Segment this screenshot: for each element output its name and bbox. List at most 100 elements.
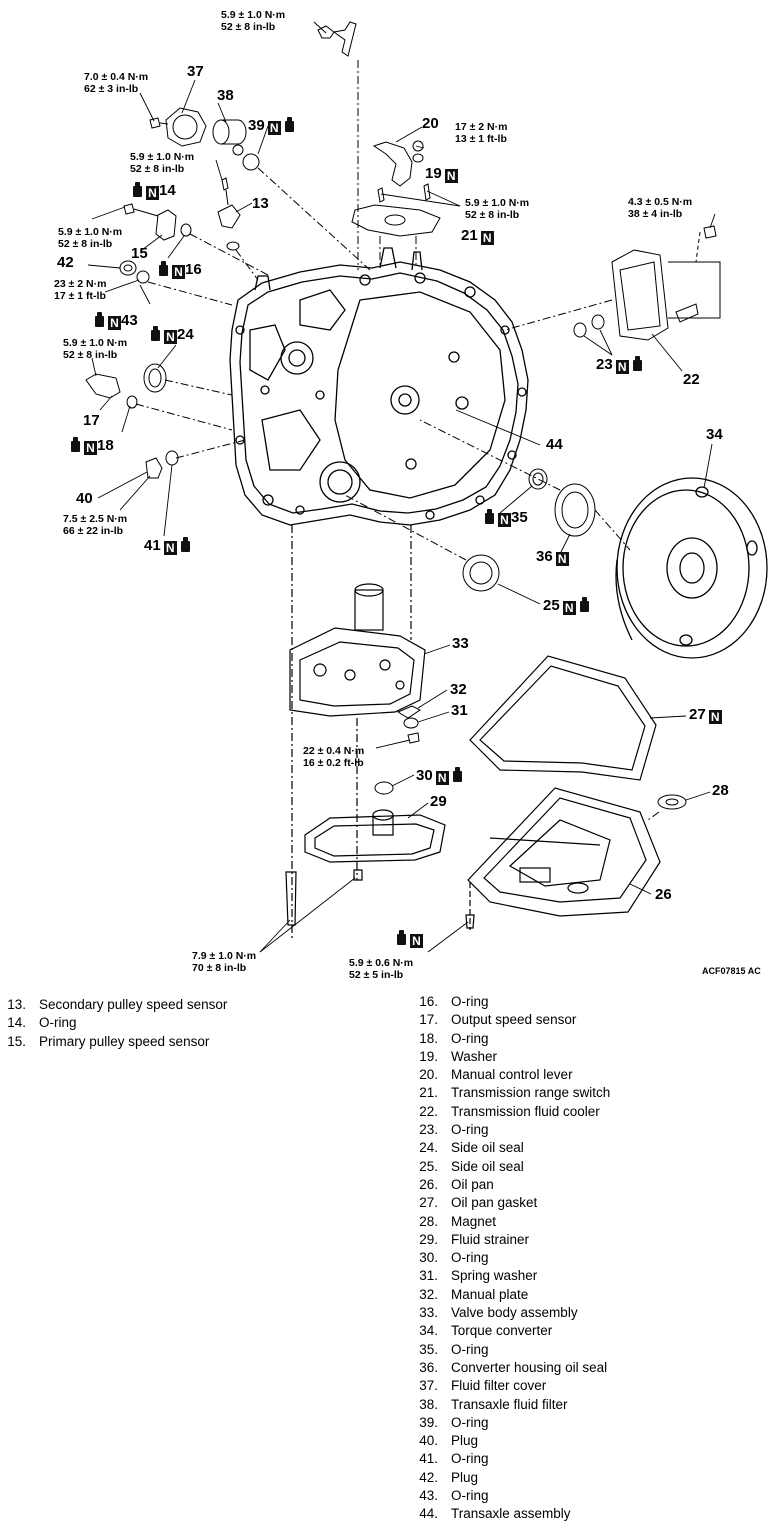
- legend-item: 16. O-ring: [412, 993, 610, 1011]
- legend-item-text: Transmission range switch: [451, 1085, 611, 1101]
- legend-item: 13.Secondary pulley speed sensor: [0, 996, 227, 1014]
- legend-item: 31.Spring washer: [412, 1267, 610, 1285]
- range-switch-21: [351, 183, 441, 268]
- legend-item-text: O-ring: [451, 994, 489, 1009]
- torque-nm: 22 ± 0.4 N·m: [303, 745, 365, 757]
- legend-item-text: O-ring: [451, 1488, 489, 1504]
- fluid-cooler-22: [504, 225, 721, 341]
- o-ring-16: [136, 270, 233, 306]
- exploded-diagram: [85, 21, 768, 953]
- callout-24-number: 24: [177, 326, 194, 343]
- legend-item-number: 16.: [419, 994, 438, 1009]
- legend-item-number: 18.: [419, 1030, 438, 1046]
- legend-item-number: 22.: [419, 1103, 438, 1119]
- callout-30-number: 30: [416, 767, 433, 784]
- n-flag-icon: N: [108, 316, 121, 330]
- callout-41-number: 41: [144, 537, 161, 554]
- side-oil-seal-24: [143, 363, 233, 396]
- legend-item: 34.Torque converter: [412, 1322, 610, 1340]
- callout-19-number: 19: [425, 165, 442, 182]
- legend-item-text: Side oil seal: [451, 1140, 524, 1156]
- torque-nm: 7.5 ± 2.5 N·m: [63, 513, 128, 525]
- legend-item-number: 20.: [419, 1067, 438, 1083]
- legend-item-text: Plug: [451, 1433, 479, 1449]
- legend-item-number: 32.: [419, 1286, 438, 1302]
- legend-item-text: Oil pan: [451, 1176, 494, 1192]
- legend-item-number: 26.: [419, 1176, 438, 1192]
- legend-item: 36.Converter housing oil seal: [412, 1359, 610, 1377]
- torque-nm: 23 ± 2 N·m: [54, 278, 107, 290]
- callout-38: 38: [217, 87, 234, 104]
- legend-item-number: 44.: [419, 1506, 438, 1522]
- n-flag-icon: N: [444, 169, 458, 183]
- callout-17: 17: [83, 412, 100, 429]
- legend-item-text: O-ring: [451, 1250, 489, 1266]
- callout-40: 40: [76, 490, 93, 507]
- sealant-icon: [94, 312, 105, 327]
- figure-id: ACF07815 AC: [702, 966, 761, 976]
- output-speed-sensor-17: [85, 373, 233, 431]
- n-flag-icon: N: [172, 265, 185, 279]
- manual-lever-20: [372, 140, 424, 187]
- legend-item: 25.Side oil seal: [412, 1158, 610, 1176]
- legend-item: 38. Transaxle fluid filter: [412, 1396, 610, 1414]
- legend-item-text: Transaxle fluid filter: [451, 1396, 568, 1412]
- legend-item-number: 41.: [419, 1451, 438, 1467]
- callout-22: 22: [683, 371, 700, 388]
- callout-39-number: 39: [248, 117, 265, 134]
- magnet-28: [647, 794, 687, 821]
- legend-item: 26. Oil pan: [412, 1176, 610, 1194]
- callout-26: 26: [655, 886, 672, 903]
- callout-pan-bolt: N: [396, 930, 423, 949]
- torque-imperial: 13 ± 1 ft-lb: [455, 133, 507, 145]
- sealant-icon: [632, 356, 643, 371]
- n-flag-icon: N: [84, 441, 97, 455]
- n-flag-icon: N: [410, 934, 423, 948]
- legend-item-text: O-ring: [451, 1414, 489, 1430]
- legend-item-number: 25.: [419, 1158, 438, 1174]
- legend-item: 39.O-ring: [412, 1414, 610, 1432]
- legend-item: 14.O-ring: [0, 1014, 227, 1032]
- legend-item-number: 31.: [419, 1268, 438, 1284]
- torque-nm: 5.9 ± 1.0 N·m: [63, 337, 128, 349]
- legend-item: 19.Washer: [412, 1048, 610, 1066]
- legend-item: 29.Fluid strainer: [412, 1231, 610, 1249]
- oil-pan-gasket-27: [469, 655, 657, 781]
- legend-item: 42.Plug: [412, 1469, 610, 1487]
- torque-imperial: 52 ± 8 in-lb: [63, 349, 118, 361]
- legend-item: 20.Manual control lever: [412, 1066, 610, 1084]
- callout-33: 33: [452, 635, 469, 652]
- sealant-icon: [158, 261, 169, 276]
- n-flag-icon: N: [267, 121, 281, 135]
- legend-item-text: Washer: [451, 1048, 498, 1064]
- callout-34: 34: [706, 426, 723, 443]
- legend-item-number: 38.: [419, 1396, 438, 1412]
- torque-imperial: 52 ± 5 in-lb: [349, 969, 404, 981]
- callout-32: 32: [450, 681, 467, 698]
- oil-pan-26: [465, 787, 661, 930]
- legend-item-text: O-ring: [451, 1122, 489, 1138]
- legend-item-number: 14.: [7, 1015, 26, 1031]
- callout-36-number: 36: [536, 548, 553, 565]
- legend-item: 23.O-ring: [412, 1121, 610, 1139]
- transaxle-case: [229, 247, 529, 526]
- legend-item-number: 28.: [419, 1213, 438, 1229]
- legend-item-number: 15.: [7, 1033, 26, 1049]
- legend-item-text: Output speed sensor: [451, 1012, 577, 1028]
- legend-item-text: Valve body assembly: [451, 1305, 578, 1321]
- callout-14-number: 14: [159, 182, 176, 199]
- torque-imperial: 66 ± 22 in-lb: [63, 525, 124, 537]
- top-bracket: [317, 21, 359, 270]
- fluid-filter-38: [212, 119, 247, 156]
- torque-imperial: 52 ± 8 in-lb: [58, 238, 113, 250]
- torque-nm: 5.9 ± 1.0 N·m: [221, 9, 286, 21]
- fluid-strainer-29: [285, 809, 446, 926]
- callout-18-number: 18: [97, 437, 114, 454]
- legend-item-text: Secondary pulley speed sensor: [39, 997, 228, 1012]
